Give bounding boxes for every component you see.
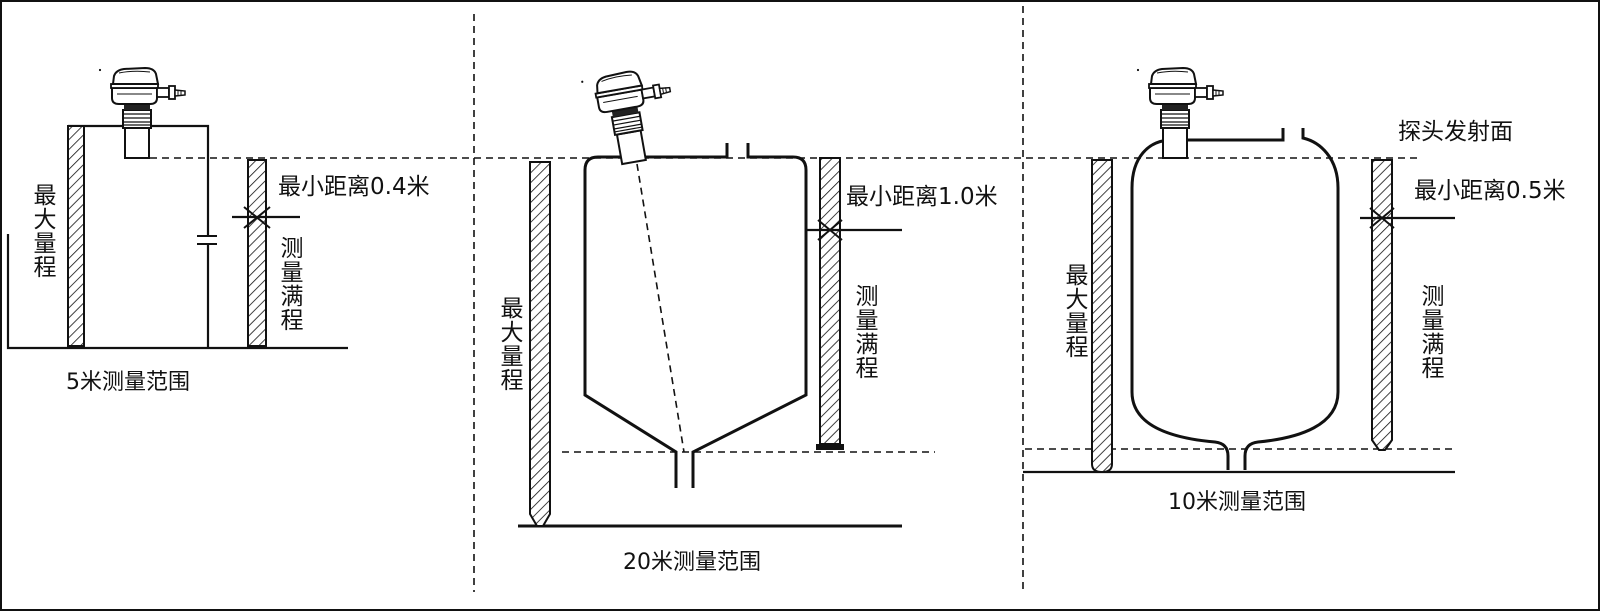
- beam-line: [636, 163, 685, 453]
- min-distance-cross: [1369, 207, 1395, 229]
- ground-line: [6, 234, 348, 350]
- max-range-bar: [1091, 159, 1113, 474]
- max-range-label: 最大量程: [29, 183, 55, 279]
- min-distance-cross: [817, 219, 843, 241]
- panel-10m: [1023, 67, 1455, 474]
- full-span-bar-cap: [816, 444, 844, 450]
- vessel-outline-right: [1243, 128, 1340, 470]
- max-range-label: 最大量程: [1061, 263, 1087, 359]
- tank-outline: [68, 124, 210, 348]
- range-caption: 5米测量范围: [66, 370, 190, 395]
- range-caption: 10米测量范围: [1168, 490, 1306, 515]
- full-span-label: 测量满程: [851, 284, 877, 380]
- radar-sensor-icon: [1135, 67, 1224, 159]
- panel-dividers: [473, 6, 1024, 592]
- radar-sensor-icon: [97, 67, 186, 159]
- panel-5m: [6, 67, 348, 350]
- break-mark: [197, 235, 217, 245]
- max-range-label: 最大量程: [496, 296, 522, 392]
- full-span-bar: [819, 157, 841, 445]
- max-range-bar: [529, 161, 551, 527]
- full-span-bar: [1371, 159, 1393, 451]
- radar-sensor-icon: [579, 64, 683, 170]
- max-range-bar: [67, 125, 85, 347]
- min-distance-cross: [243, 206, 271, 229]
- vessel-outline-left: [1130, 128, 1285, 470]
- full-span-label: 测量满程: [276, 236, 302, 332]
- full-span-label: 测量满程: [1417, 284, 1443, 380]
- range-caption: 20米测量范围: [623, 550, 761, 575]
- tank-outline: [583, 143, 808, 488]
- min-distance-label: 最小距离1.0米: [846, 184, 998, 210]
- panel-20m: [518, 64, 935, 528]
- full-span-bar: [247, 159, 267, 347]
- min-distance-label: 最小距离0.5米: [1414, 178, 1566, 204]
- min-distance-label: 最小距离0.4米: [278, 174, 430, 200]
- emitting-face-label: 探头发射面: [1398, 119, 1513, 145]
